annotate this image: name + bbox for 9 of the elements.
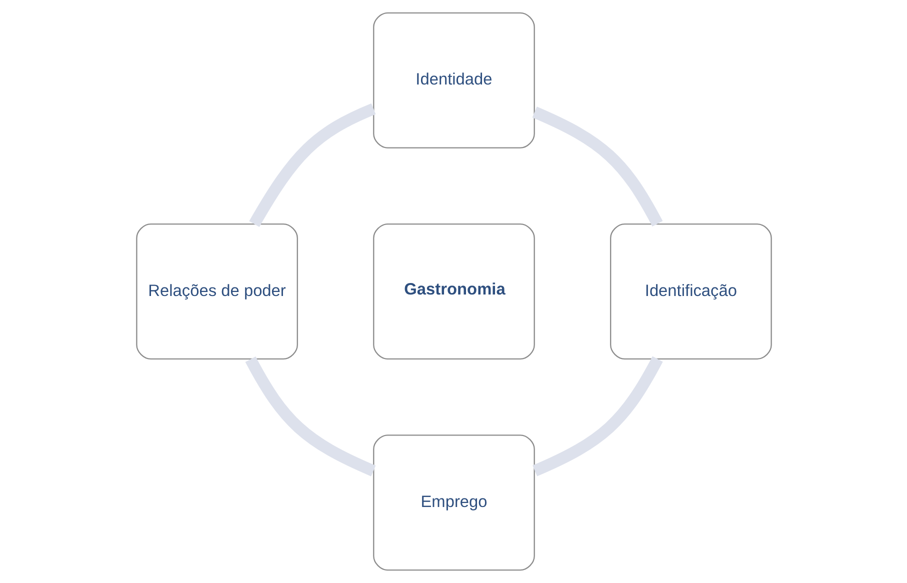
node-box: Gastronomia — [372, 223, 534, 360]
connector — [244, 356, 376, 476]
connector — [532, 106, 662, 227]
node-box: Relações de poder — [136, 223, 298, 360]
node-box: Identificação — [610, 223, 772, 360]
connector — [248, 103, 376, 227]
node-box: Emprego — [372, 434, 534, 571]
connector — [532, 356, 662, 476]
node-box: Identidade — [372, 12, 534, 148]
